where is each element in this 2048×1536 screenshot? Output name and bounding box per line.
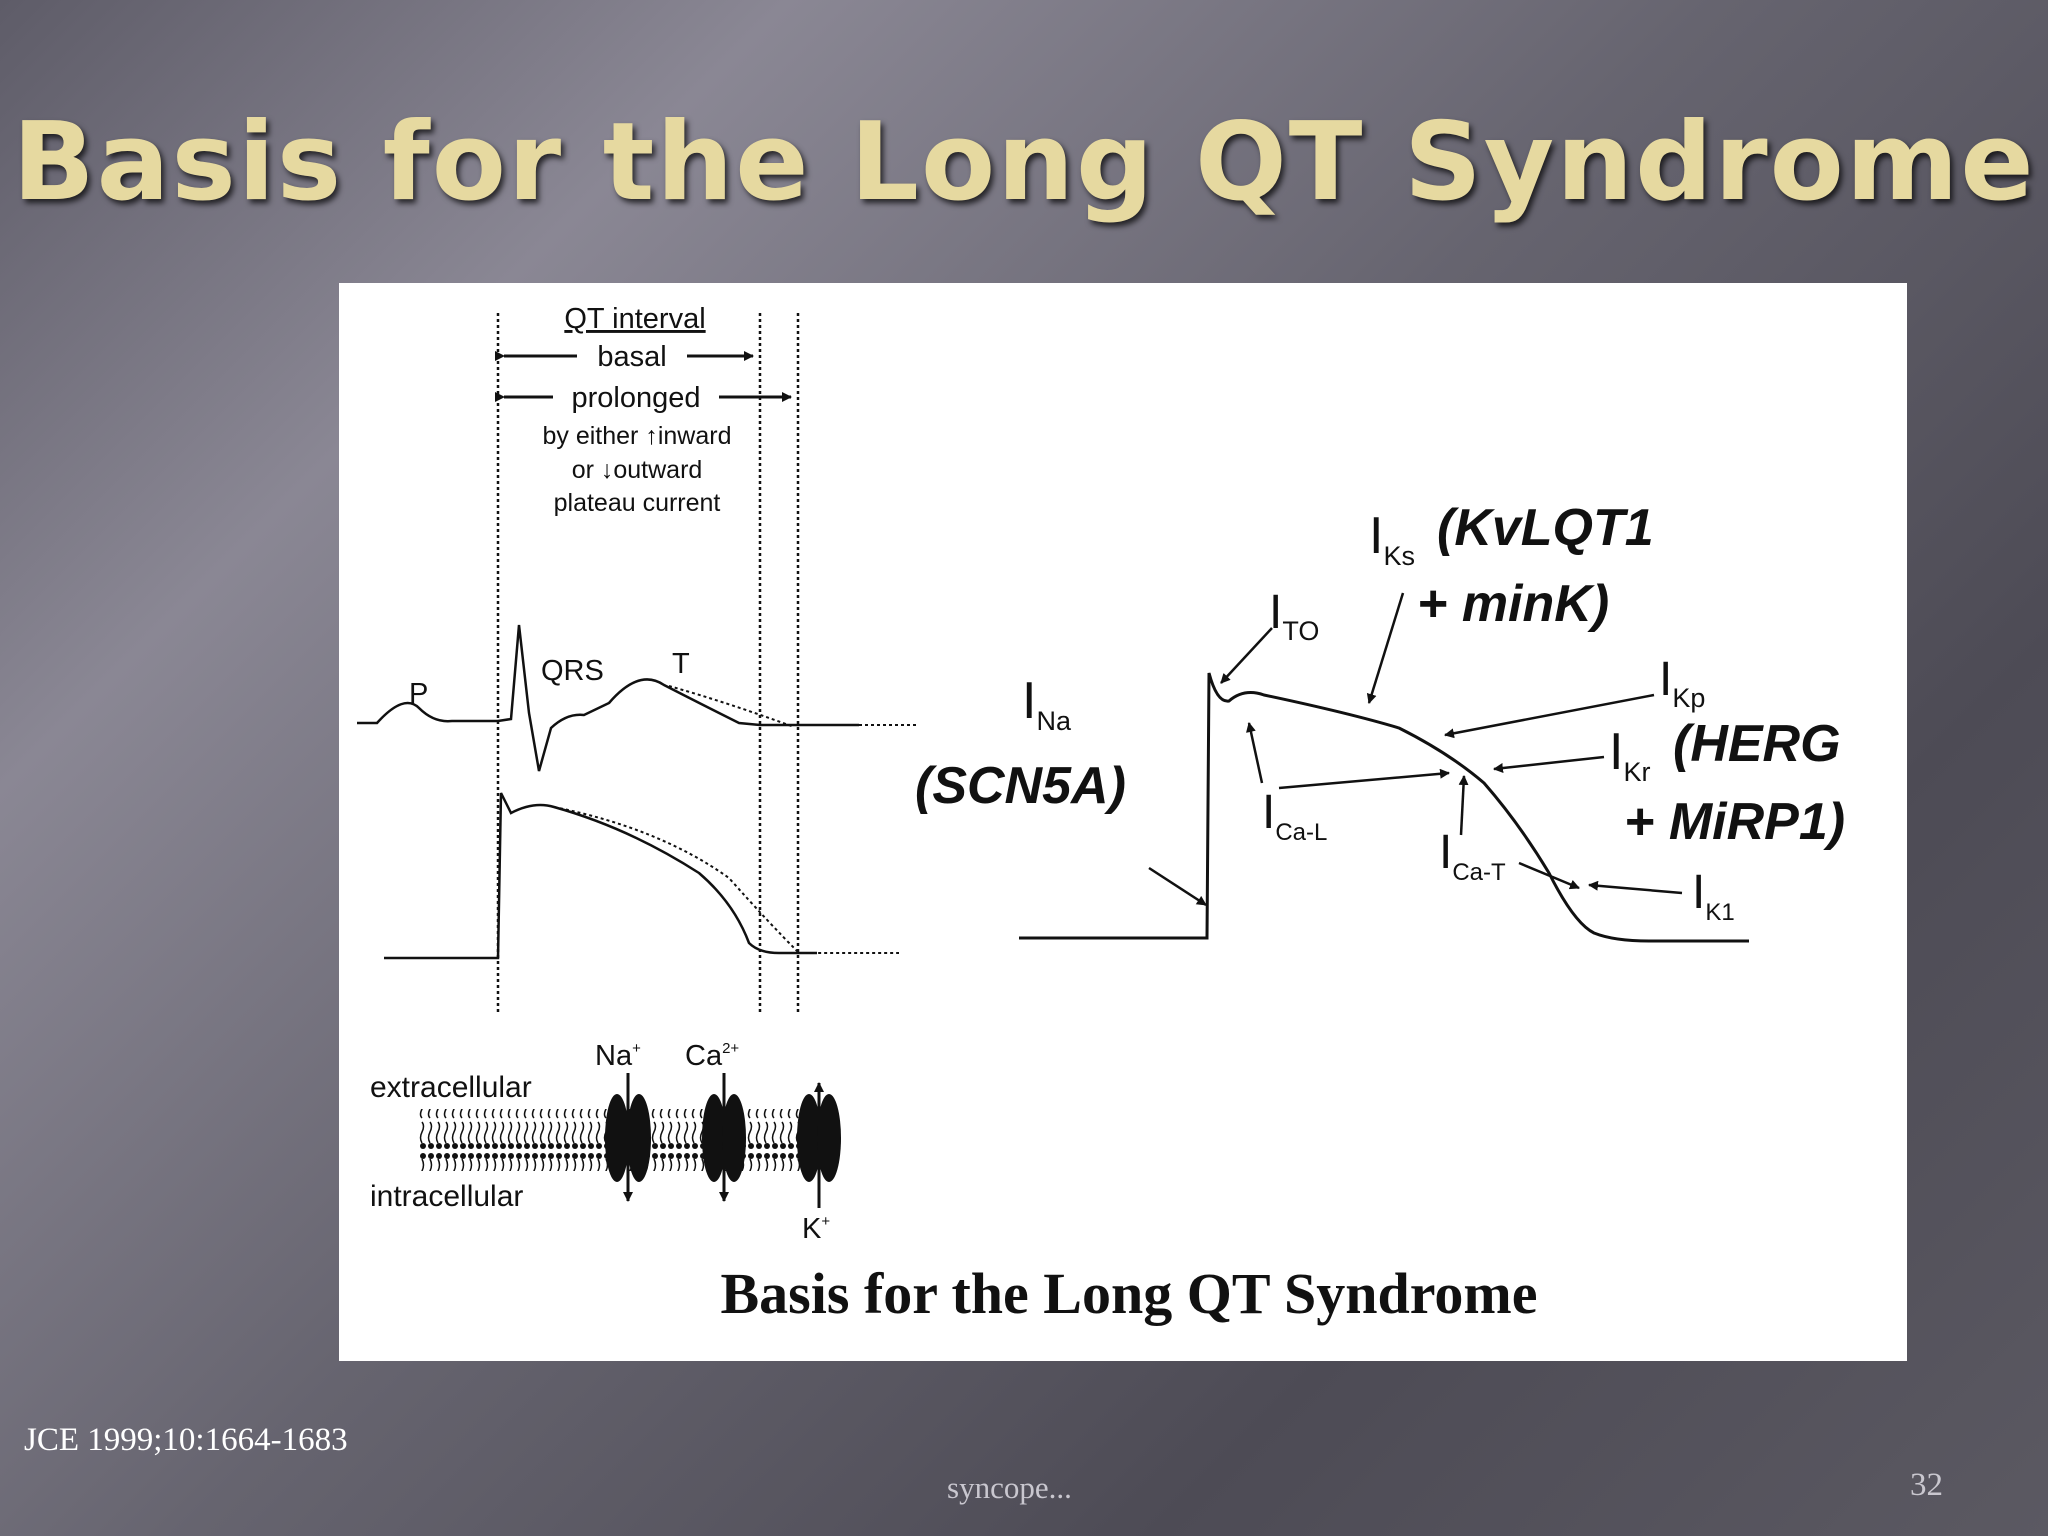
ca-ion-label: Ca2+ — [685, 1040, 739, 1072]
qt-note-line1: by either ↑inward — [543, 422, 732, 450]
qt-note-line3: plateau current — [554, 489, 721, 517]
ikr-gene-line1: (HERG — [1673, 715, 1841, 773]
qt-note-line2: or ↓outward — [572, 456, 703, 484]
slide-title: Basis for the Long QT Syndrome — [12, 100, 2036, 225]
ikr-gene-line2: + MiRP1) — [1624, 793, 1845, 851]
ecg-t-label: T — [672, 648, 690, 680]
ito-label: ITO — [1269, 586, 1319, 646]
ina-gene-label: (SCN5A) — [915, 757, 1126, 815]
ina-label: INa — [1022, 672, 1072, 736]
action-potential-left — [384, 792, 899, 960]
long-qt-diagram: QT interval basal prolonged by either ↑i… — [357, 303, 1845, 1326]
iks-label: IKs — [1369, 507, 1415, 571]
k-ion-label: K+ — [802, 1213, 830, 1245]
extracellular-label: extracellular — [370, 1071, 532, 1104]
iks-gene-line2: + minK) — [1417, 575, 1609, 633]
ecg-p-label: P — [409, 678, 428, 710]
intracellular-label: intracellular — [370, 1180, 523, 1213]
ecg-trace — [357, 624, 919, 772]
page-number: 32 — [1910, 1467, 1943, 1503]
ikp-label: IKp — [1659, 653, 1705, 713]
citation: JCE 1999;10:1664-1683 — [24, 1422, 348, 1458]
figure-panel: QT interval basal prolonged by either ↑i… — [339, 283, 1907, 1361]
slide-footer: syncope... — [947, 1470, 1072, 1505]
basal-label: basal — [597, 341, 666, 373]
ik1-label: IK1 — [1692, 866, 1735, 926]
iks-gene-line1: (KvLQT1 — [1437, 499, 1654, 557]
figure-caption: Basis for the Long QT Syndrome — [721, 1261, 1538, 1326]
current-arrows — [1148, 592, 1683, 907]
ion-flux-arrows — [623, 1073, 824, 1208]
qt-interval-heading: QT interval — [564, 303, 705, 335]
prolonged-label: prolonged — [572, 382, 701, 414]
ikr-label: IKr — [1609, 723, 1650, 787]
ecg-qrs-label: QRS — [541, 655, 604, 687]
icat-label: ICa-T — [1439, 826, 1506, 886]
na-ion-label: Na+ — [595, 1040, 641, 1072]
ion-channels — [605, 1094, 841, 1182]
ical-label: ICa-L — [1262, 786, 1327, 846]
action-potential-right — [1019, 672, 1749, 943]
